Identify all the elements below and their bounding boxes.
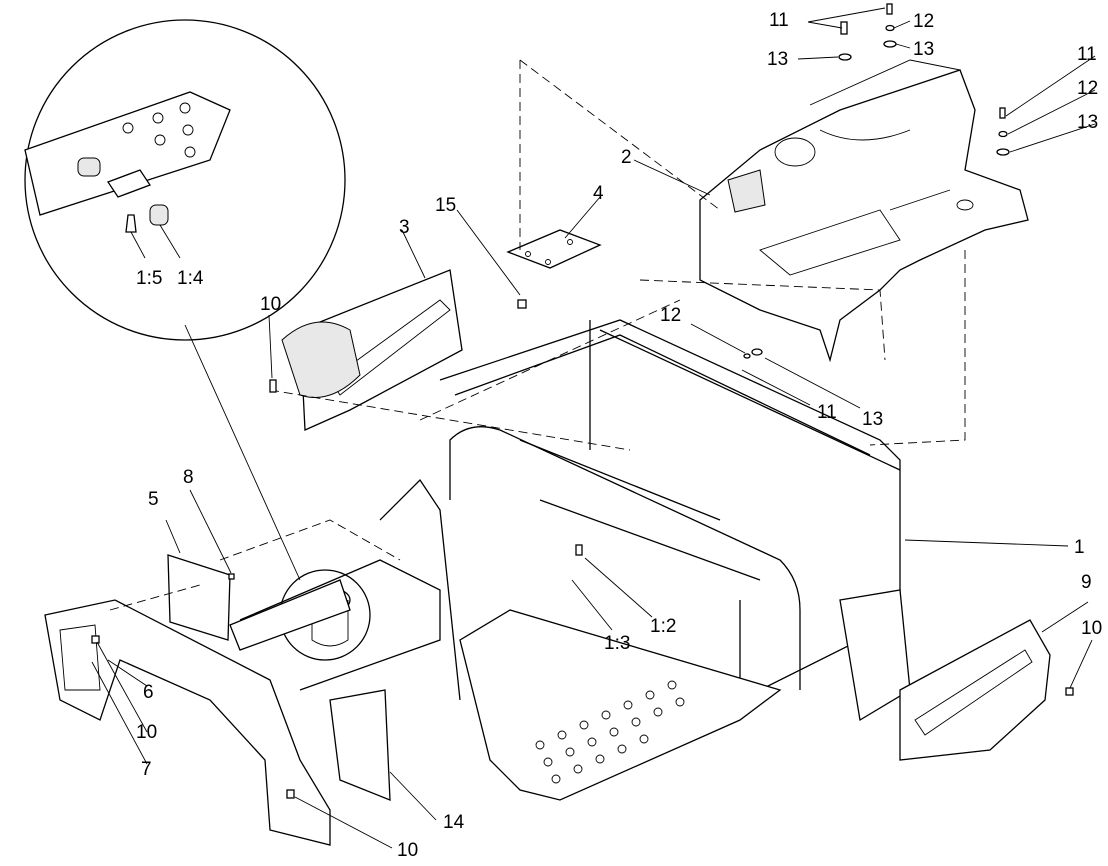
callout-1-2: 1:2 — [650, 616, 676, 637]
callout-13-right: 13 — [1077, 112, 1098, 133]
callout-11-middle: 11 — [817, 402, 837, 423]
console-part-2 — [699, 59, 1029, 363]
callout-12-top: 12 — [913, 11, 934, 32]
callout-10-right: 10 — [1081, 618, 1102, 639]
callout-12-right: 12 — [1077, 78, 1098, 99]
step-plate — [535, 680, 685, 784]
callout-13-top-left: 13 — [767, 49, 788, 70]
callout-4: 4 — [593, 183, 604, 204]
callout-11-right: 11 — [1077, 44, 1097, 65]
callout-8: 8 — [183, 467, 194, 488]
callout-13-top-right: 13 — [913, 39, 934, 60]
panel-part-5 — [167, 554, 231, 641]
callout-7: 7 — [141, 759, 152, 780]
callout-1-3: 1:3 — [604, 633, 630, 654]
callout-10-left-bottom: 10 — [136, 722, 157, 743]
callout-2: 2 — [621, 147, 632, 168]
callout-9: 9 — [1081, 572, 1092, 593]
leader-lines — [91, 7, 1096, 849]
callout-labels: 1 1:2 1:3 1:4 1:5 2 3 4 5 6 7 8 9 10 10 … — [136, 10, 1102, 861]
fasteners — [91, 3, 1074, 799]
callout-15: 15 — [435, 195, 456, 216]
callout-12-middle: 12 — [660, 305, 681, 326]
panel-part-9 — [899, 619, 1051, 761]
callout-13-middle: 13 — [862, 409, 883, 430]
callout-1-4: 1:4 — [177, 268, 204, 289]
plate-part-4 — [506, 229, 602, 269]
panel-part-14 — [329, 689, 391, 801]
panel-part-3 — [281, 269, 463, 431]
callout-11-top: 11 — [769, 10, 789, 31]
frame-part-1 — [229, 319, 911, 801]
callout-1: 1 — [1074, 537, 1085, 558]
callout-10-bottom: 10 — [397, 840, 418, 861]
guide-lines — [109, 59, 966, 611]
callout-1-5: 1:5 — [136, 268, 162, 289]
callout-14: 14 — [443, 812, 465, 833]
callout-5: 5 — [148, 489, 159, 510]
callout-3: 3 — [399, 217, 410, 238]
panel-part-6 — [44, 599, 331, 846]
detail-view-circle — [24, 19, 346, 581]
callout-10-left-top: 10 — [260, 294, 281, 315]
callout-6: 6 — [143, 682, 154, 703]
